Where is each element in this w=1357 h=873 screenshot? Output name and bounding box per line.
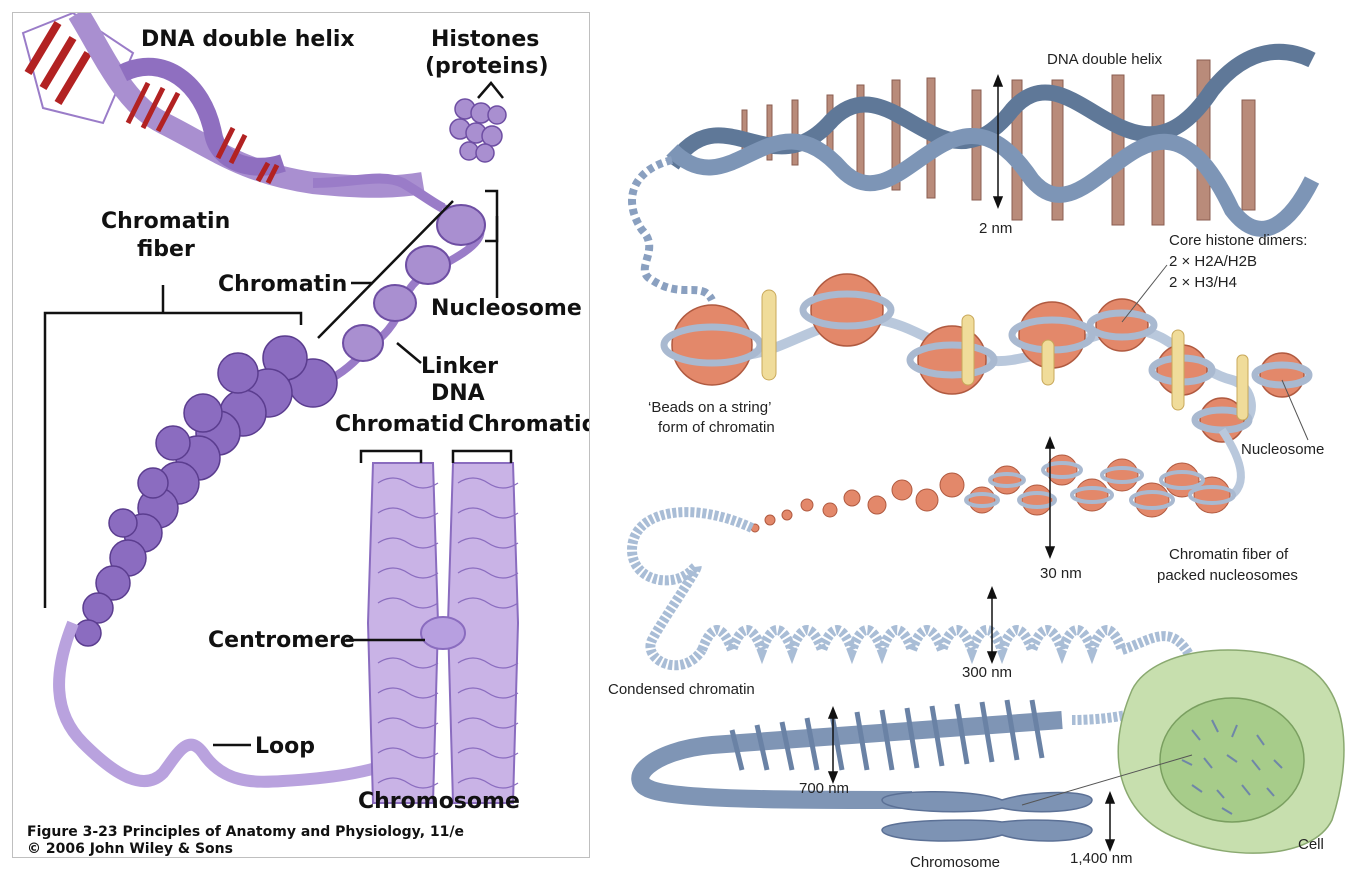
- left-caption-line1: Figure 3-23 Principles of Anatomy and Ph…: [27, 824, 464, 840]
- right-label-30nm: 30 nm: [1040, 565, 1082, 582]
- right-label-core-histone-1: Core histone dimers:: [1169, 232, 1307, 249]
- left-label-dna-double-helix: DNA double helix: [141, 27, 355, 52]
- left-histones: [449, 98, 507, 163]
- right-label-700nm: 700 nm: [799, 780, 849, 797]
- left-label-chromatid-right: Chromatid: [468, 412, 590, 437]
- right-label-beads-1: ‘Beads on a string’: [648, 399, 771, 416]
- left-figure: DNA double helix Histones (proteins) Chr…: [12, 12, 590, 858]
- right-chromosome: [881, 791, 1093, 842]
- right-label-chromosome: Chromosome: [910, 854, 1000, 871]
- left-loop: [53, 620, 395, 788]
- right-linker-coil: [628, 156, 716, 303]
- right-diagram-svg: DNA double helix 2 nm Core histone dimer…: [608, 43, 1345, 871]
- right-label-condensed-chromatin: Condensed chromatin: [608, 681, 755, 698]
- right-beads-on-string: [660, 273, 1313, 443]
- right-label-fiber-2: packed nucleosomes: [1157, 567, 1298, 584]
- right-dna-helix: [665, 43, 1320, 237]
- left-label-nucleosome: Nucleosome: [431, 296, 582, 321]
- left-label-linker-1: Linker: [421, 354, 498, 379]
- left-label-histones-2: (proteins): [425, 54, 549, 79]
- right-label-cell: Cell: [1298, 836, 1324, 853]
- left-chromosome: [366, 462, 520, 804]
- left-dna-helix: [21, 13, 446, 213]
- left-label-chromatin: Chromatin: [218, 272, 347, 297]
- right-700nm-coil: [631, 699, 1063, 809]
- left-label-linker-2: DNA: [431, 381, 485, 406]
- left-label-chromosome: Chromosome: [358, 789, 520, 814]
- right-label-300nm: 300 nm: [962, 664, 1012, 681]
- right-label-core-histone-3: 2 × H3/H4: [1169, 274, 1237, 291]
- left-label-centromere: Centromere: [208, 628, 355, 653]
- right-label-nucleosome: Nucleosome: [1241, 441, 1324, 458]
- right-arrow-300nm: [986, 585, 998, 665]
- right-pointer-lines: [1121, 264, 1309, 441]
- right-arrow-1400nm: [1104, 790, 1116, 853]
- right-label-2nm: 2 nm: [979, 220, 1012, 237]
- left-label-loop: Loop: [255, 734, 315, 759]
- left-chromatin-fiber: [74, 335, 338, 647]
- right-arrow-30nm: [1044, 435, 1056, 560]
- left-label-chromatid-left: Chromatid: [335, 412, 464, 437]
- right-label-dna-double-helix: DNA double helix: [1047, 51, 1163, 68]
- right-arrow-700nm: [827, 705, 839, 785]
- right-figure: DNA double helix 2 nm Core histone dimer…: [592, 0, 1357, 873]
- right-30nm-fiber: [750, 427, 1245, 533]
- left-leader-lines: [43, 81, 513, 747]
- left-label-chromatin-fiber-1: Chromatin: [101, 209, 230, 234]
- right-arrow-2nm: [992, 73, 1004, 210]
- left-label-histones-1: Histones: [431, 27, 539, 52]
- left-diagram-svg: DNA double helix Histones (proteins) Chr…: [21, 13, 590, 857]
- right-label-fiber-1: Chromatin fiber of: [1169, 546, 1289, 563]
- left-caption-line2: © 2006 John Wiley & Sons: [27, 841, 233, 857]
- left-label-chromatin-fiber-2: fiber: [137, 237, 195, 262]
- right-label-core-histone-2: 2 × H2A/H2B: [1169, 253, 1257, 270]
- left-nucleosome-string: [311, 204, 486, 392]
- right-cell: [1021, 649, 1345, 854]
- right-label-1400nm: 1,400 nm: [1070, 850, 1133, 867]
- right-label-beads-2: form of chromatin: [658, 419, 775, 436]
